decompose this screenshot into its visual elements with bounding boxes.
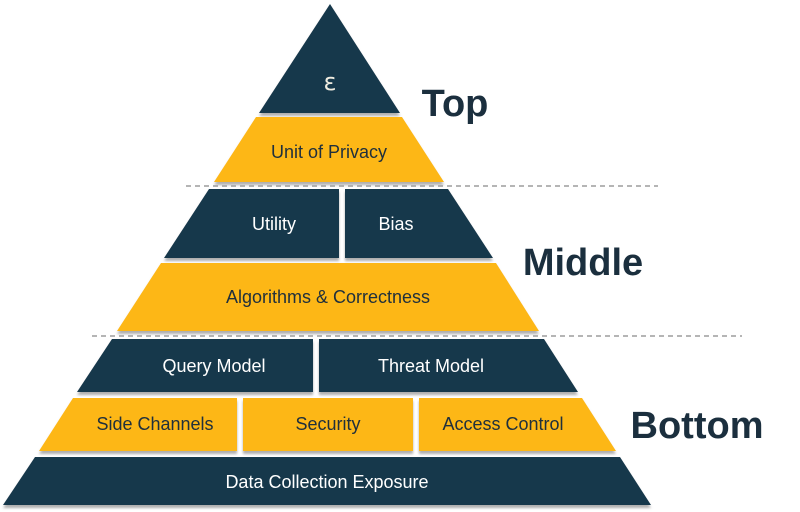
tier-label-middle: Middle — [523, 242, 643, 284]
unit-of-privacy-box — [214, 117, 444, 182]
utility-label: Utility — [252, 214, 296, 234]
data-collection-exposure-label: Data Collection Exposure — [225, 472, 428, 492]
epsilon-label: ε — [324, 68, 337, 96]
security-label: Security — [295, 414, 360, 434]
tier-label-top: Top — [422, 83, 489, 125]
algorithms-correctness-label: Algorithms & Correctness — [226, 287, 430, 307]
bias-box — [345, 189, 493, 258]
access-control-box — [419, 398, 616, 451]
data-collection-exposure-box — [3, 457, 651, 505]
utility-box — [164, 189, 339, 258]
security-box — [243, 398, 413, 451]
epsilon-box — [259, 4, 400, 113]
query-model-label: Query Model — [162, 356, 265, 376]
access-control-label: Access Control — [442, 414, 563, 434]
query-model-box — [77, 339, 313, 392]
side-channels-label: Side Channels — [96, 414, 213, 434]
threat-model-label: Threat Model — [378, 356, 484, 376]
threat-model-box — [319, 339, 578, 392]
bias-label: Bias — [378, 214, 413, 234]
algorithms-correctness-box — [117, 263, 539, 331]
tier-label-bottom: Bottom — [631, 405, 764, 447]
side-channels-box — [39, 398, 237, 451]
unit-of-privacy-label: Unit of Privacy — [271, 142, 387, 162]
